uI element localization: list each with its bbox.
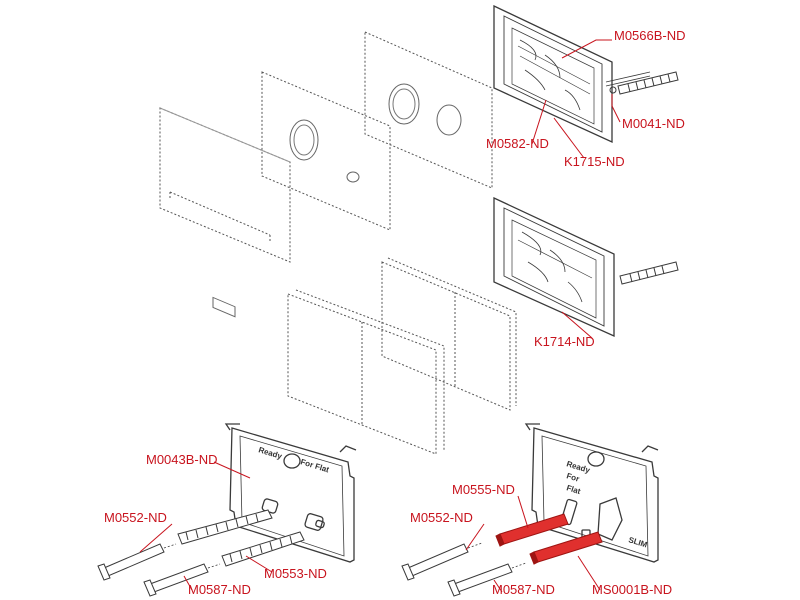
rail-m0555-upper	[495, 513, 569, 547]
cover-plate-round-button	[261, 71, 391, 231]
cover-plate-double-button	[364, 31, 493, 189]
screw-set-m0552-right	[401, 543, 513, 597]
label-m0587-left: M0587-ND	[188, 582, 251, 597]
label-m0552-left: M0552-ND	[104, 510, 167, 525]
label-ms0001b: MS0001B-ND	[592, 582, 672, 597]
rail-m0553-upper	[177, 509, 273, 545]
mounting-frame-k1714	[493, 196, 615, 338]
anchor-bolt-middle	[619, 261, 679, 285]
cover-plate-plain	[159, 107, 291, 318]
label-k1715: K1715-ND	[564, 154, 625, 169]
dowel-set-m0587-right	[467, 542, 527, 569]
flat-plate-split-back	[381, 257, 517, 411]
stamp-for-flat-left: For Flat	[299, 457, 330, 474]
flat-plate-split-front	[287, 289, 445, 455]
label-m0587-right: M0587-ND	[492, 582, 555, 597]
label-m0582: M0582-ND	[486, 136, 549, 151]
label-k1714: K1714-ND	[534, 334, 595, 349]
label-m0566b: M0566B-ND	[614, 28, 686, 43]
mounting-frame-k1715	[493, 4, 651, 144]
flush-plate-ms0001b	[524, 423, 659, 563]
stamp-for-right: For	[565, 471, 580, 483]
label-m0555: M0555-ND	[452, 482, 515, 497]
rail-m0555-lower	[529, 531, 603, 565]
label-m0552-right: M0552-ND	[410, 510, 473, 525]
label-m0553: M0553-ND	[264, 566, 327, 581]
anchor-bolt-upper	[617, 71, 679, 95]
label-m0043b: M0043B-ND	[146, 452, 218, 467]
leader-lines	[139, 39, 621, 593]
label-m0041: M0041-ND	[622, 116, 685, 131]
screw-set-m0552-left	[97, 543, 209, 597]
stamp-flat-right: Flat	[565, 483, 582, 496]
rail-m0553-lower	[221, 531, 305, 567]
stamp-slim: SLIM	[627, 535, 648, 549]
dowel-set-m0587-left	[163, 543, 221, 569]
screw-m0041	[609, 86, 617, 94]
